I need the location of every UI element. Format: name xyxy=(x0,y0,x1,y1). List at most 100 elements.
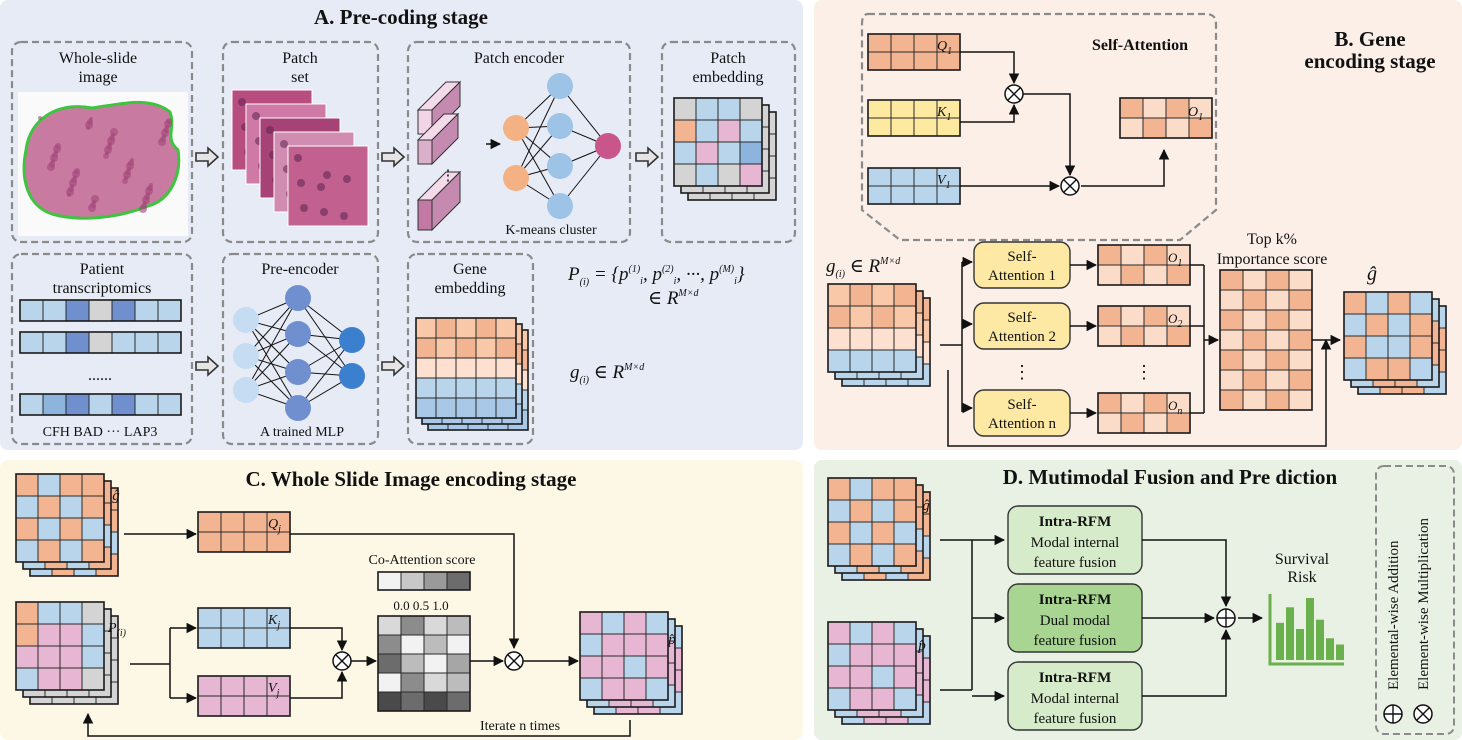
formula-part: = {p xyxy=(589,264,628,285)
matrix-cell xyxy=(377,653,402,674)
legend-box xyxy=(1375,465,1455,735)
transcriptomics-label: Patient xyxy=(80,261,125,278)
matrix-cell xyxy=(913,99,938,119)
qj-label: Qj xyxy=(268,517,281,535)
matrix-cell xyxy=(475,317,497,339)
subscript: j xyxy=(275,688,280,699)
matrix-cell xyxy=(871,305,895,329)
matrix-cell xyxy=(1288,369,1313,391)
matrix-cell xyxy=(111,393,136,416)
k-matrix xyxy=(197,607,291,649)
matrix-cell xyxy=(871,499,895,523)
matrix-cell xyxy=(827,521,851,545)
matrix-border xyxy=(673,97,763,187)
matrix-cell xyxy=(1242,269,1267,291)
matrix-border xyxy=(1119,97,1213,139)
matrix-cell xyxy=(1120,305,1145,327)
matrix-cell xyxy=(893,643,917,667)
p-input-matrix-layer xyxy=(15,601,105,691)
matrix-cell xyxy=(415,357,437,379)
matrix-cell xyxy=(1219,269,1244,291)
matrix-cell xyxy=(579,611,603,635)
matrix-cell xyxy=(415,377,437,399)
patch-texture xyxy=(340,212,348,220)
patch-texture xyxy=(297,179,305,187)
op-glyph xyxy=(1007,87,1021,101)
network-edge xyxy=(515,127,561,207)
matrix-cell xyxy=(1409,335,1433,359)
matrix-cell xyxy=(623,677,647,701)
matrix-cell xyxy=(19,393,44,416)
matrix-cell xyxy=(867,99,892,119)
matrix-cell xyxy=(1242,289,1267,311)
matrix-cell xyxy=(871,349,895,373)
matrix-cell xyxy=(59,539,83,563)
phat-matrix-layer xyxy=(827,621,917,711)
matrix-cell xyxy=(1265,269,1290,291)
neuron xyxy=(285,395,311,421)
ghat-label: ĝ xyxy=(1367,263,1377,285)
matrix-cell xyxy=(1242,349,1267,371)
matrix-cell xyxy=(1343,335,1367,359)
ghat-matrix-layer xyxy=(827,477,917,567)
connector-line xyxy=(290,533,520,650)
matrix-cell xyxy=(475,377,497,399)
sa-block-label: Attention n xyxy=(988,416,1056,432)
matrix-border xyxy=(377,615,471,712)
matrix-cell xyxy=(19,331,44,354)
superscript: (2) xyxy=(662,264,674,275)
matrix-cell xyxy=(1288,289,1313,311)
subscript: i xyxy=(640,276,643,287)
matrix-cell xyxy=(134,393,159,416)
matrix-cell xyxy=(579,633,603,657)
matrix-border xyxy=(15,601,105,691)
matrix-cell xyxy=(19,299,44,322)
patch-texture xyxy=(320,208,328,216)
tissue-texture xyxy=(139,205,147,213)
patch-embedding-label: Patch xyxy=(710,50,746,67)
tissue-texture xyxy=(86,126,90,130)
matrix-cell xyxy=(913,185,938,205)
matrix-cell xyxy=(1097,412,1122,434)
matrix-cell xyxy=(849,327,873,351)
wsi-box xyxy=(10,40,194,244)
matrix-cell xyxy=(15,623,39,647)
matrix-cell xyxy=(1387,313,1411,337)
matrix-cell xyxy=(717,119,741,143)
sa-block-label: Attention 2 xyxy=(988,329,1056,345)
matrix-cell xyxy=(88,393,113,416)
matrix-cell xyxy=(849,349,873,373)
phat-output-matrix-layer xyxy=(579,611,669,701)
matrix-cell xyxy=(59,473,83,497)
neuron xyxy=(285,285,311,311)
matrix-cell xyxy=(893,477,917,501)
matrix-cell xyxy=(435,337,457,359)
matrix-cell xyxy=(243,627,268,649)
gene-embedding-label: embedding xyxy=(434,280,505,297)
matrix-cell xyxy=(400,691,425,712)
rfm-title: Intra-RFM xyxy=(1039,514,1111,530)
panel-a-title: A. Pre-coding stage xyxy=(314,5,488,29)
matrix-border xyxy=(827,621,917,711)
q-matrix xyxy=(197,511,291,553)
matrix-cell xyxy=(220,607,245,629)
matrix-cell xyxy=(695,119,719,143)
arrow-transcriptomics-to-preencoder xyxy=(195,355,220,377)
neuron xyxy=(285,359,311,385)
matrix-border xyxy=(827,283,917,373)
feature-map-prism xyxy=(417,139,433,165)
phat-label: p̂ xyxy=(667,632,676,648)
matrix-cell xyxy=(157,331,182,354)
survival-bar xyxy=(1296,629,1304,660)
arrow-patches-to-encoder xyxy=(381,146,406,168)
matrix-cell xyxy=(1288,329,1313,351)
rfm-label: Modal internal xyxy=(1031,691,1120,707)
neuron xyxy=(547,193,573,219)
connector-line xyxy=(960,103,1020,123)
matrix-cell xyxy=(415,337,437,359)
subscript: 1 xyxy=(1198,112,1203,123)
matrix-cell xyxy=(890,185,915,205)
v-matrix xyxy=(197,675,291,717)
neuron xyxy=(547,153,573,179)
matrix-cell xyxy=(871,327,895,351)
